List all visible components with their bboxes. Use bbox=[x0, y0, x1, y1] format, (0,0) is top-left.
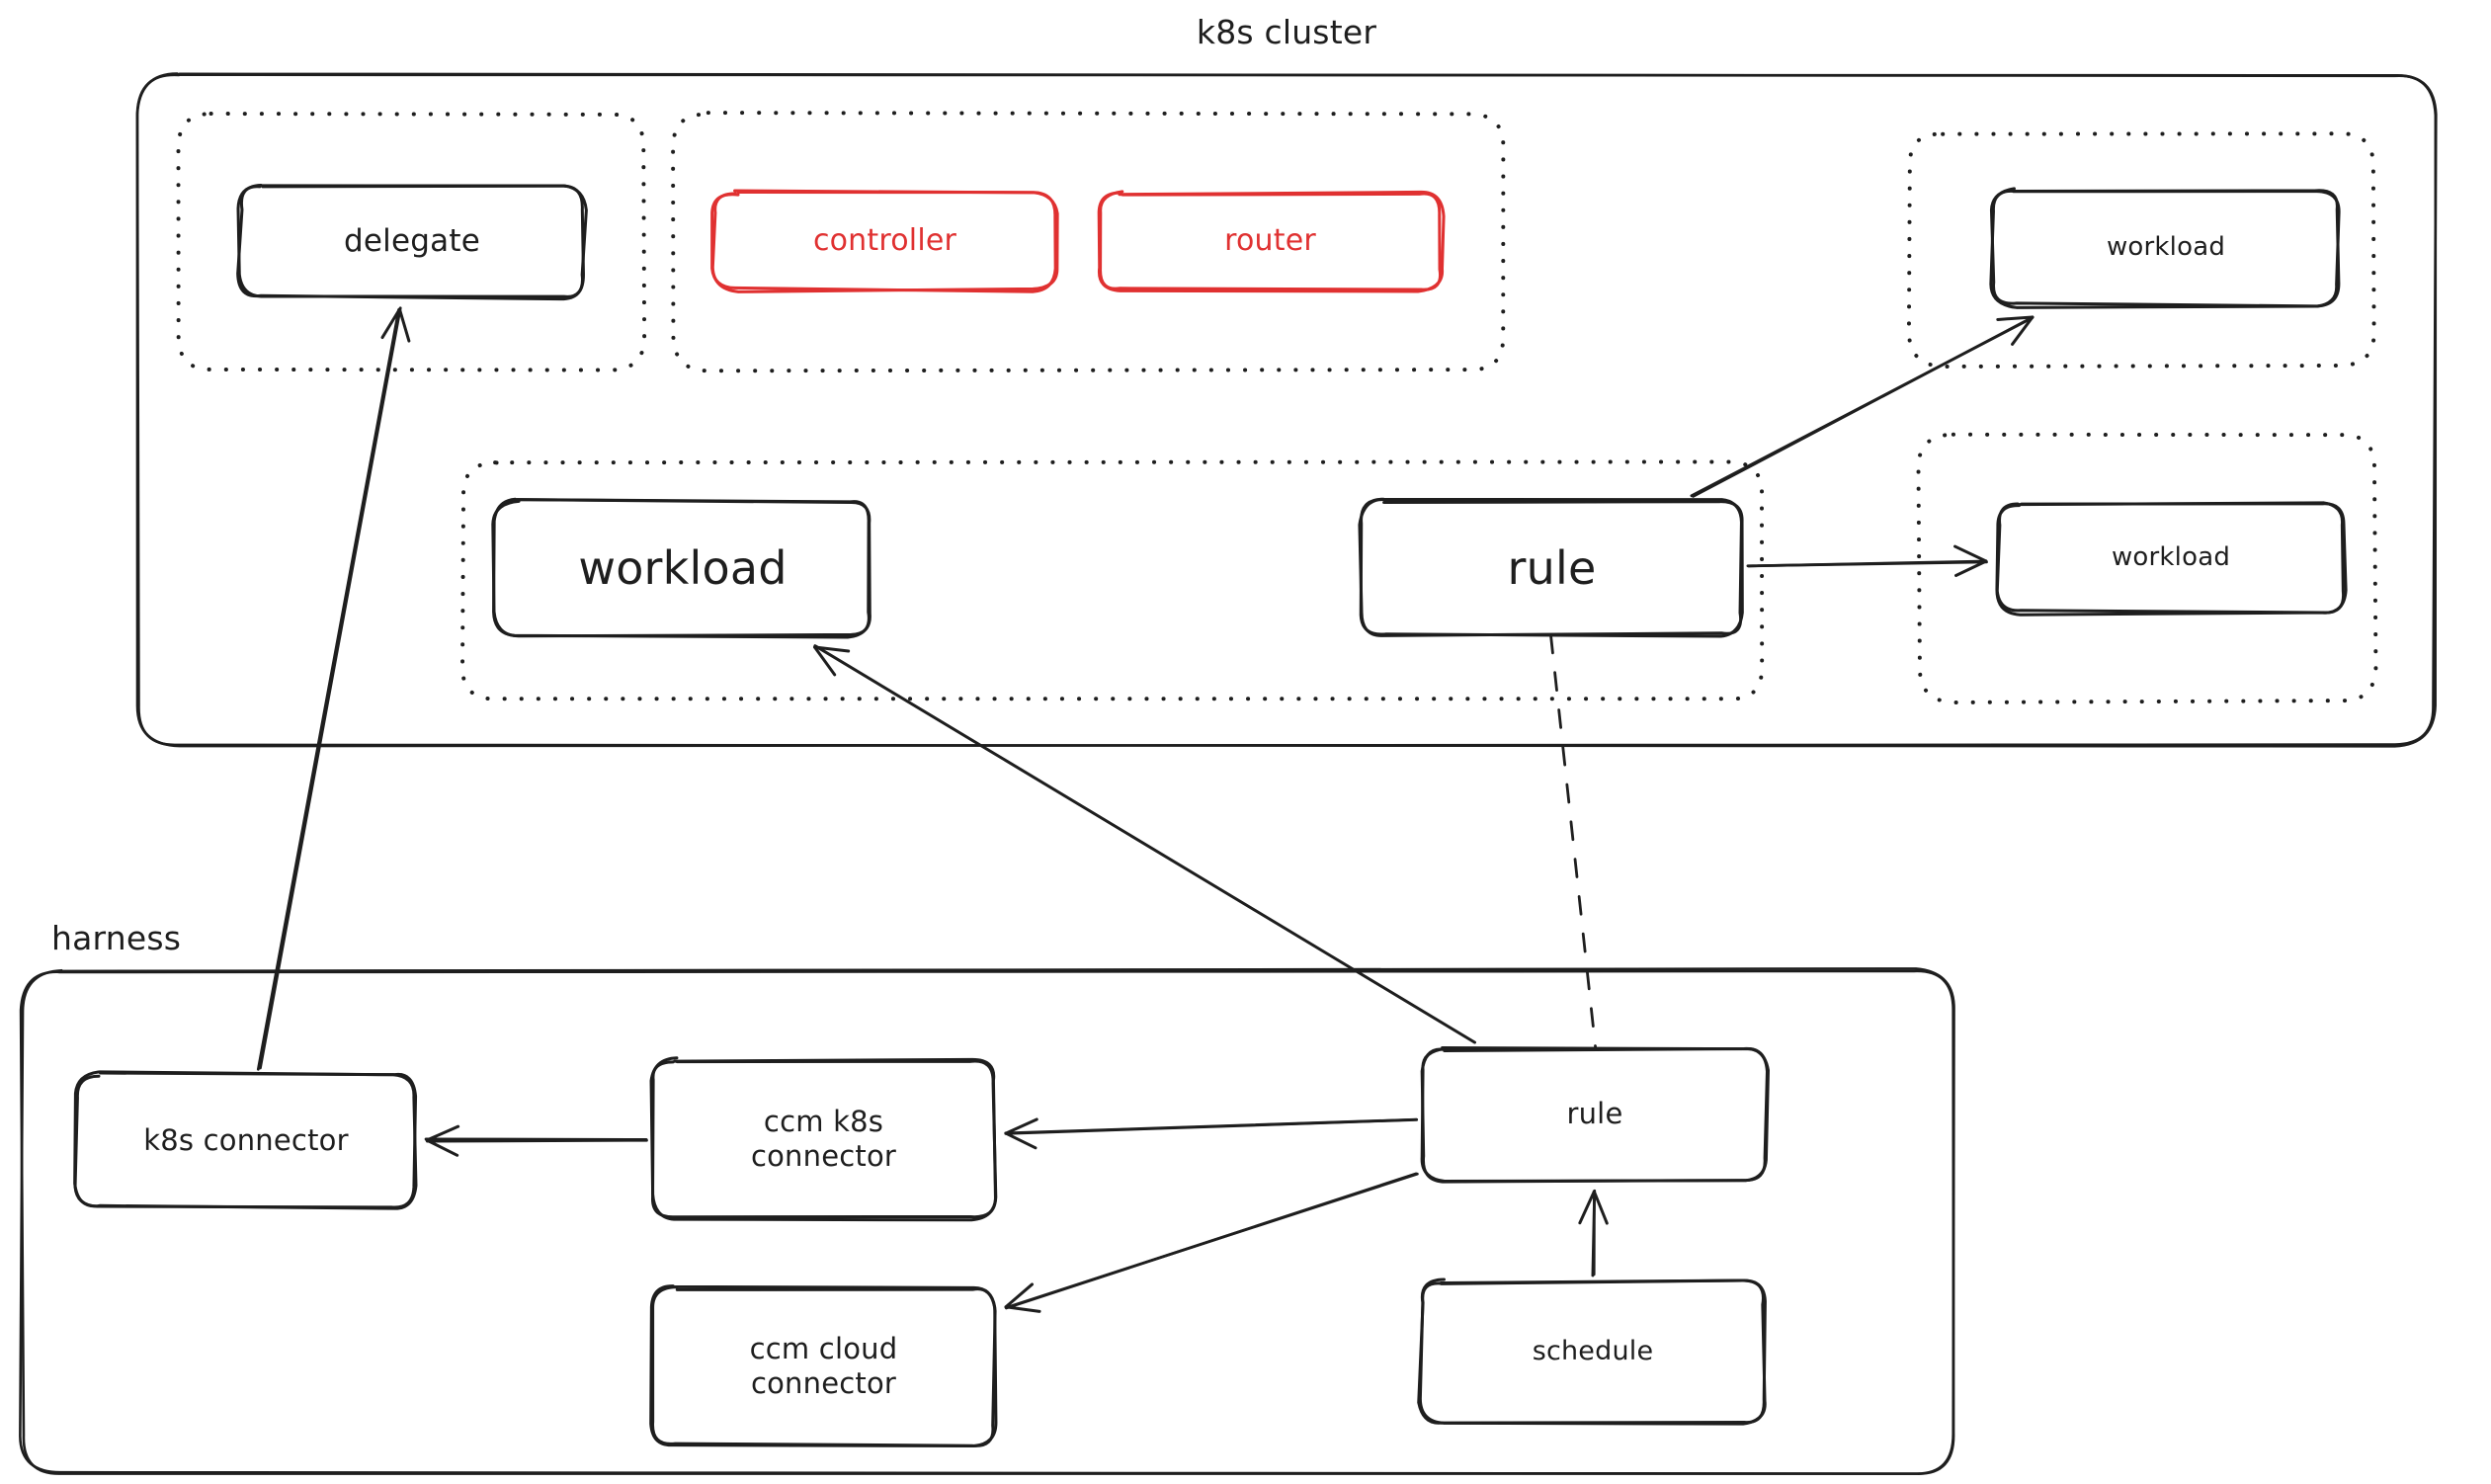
diagram-shapes bbox=[19, 72, 2438, 1475]
